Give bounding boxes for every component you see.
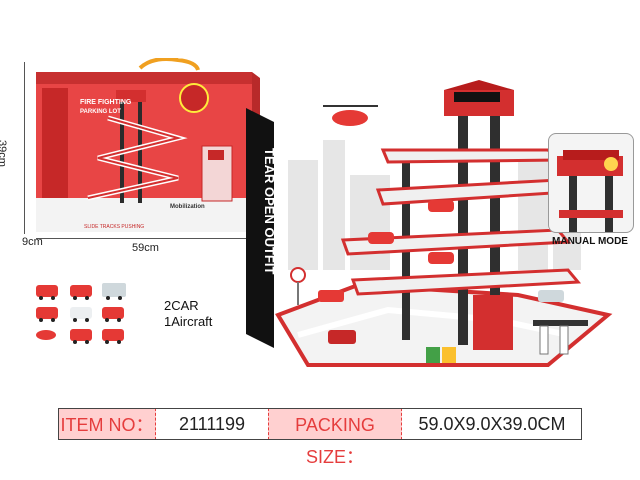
dim-width-line xyxy=(36,238,258,239)
box-model-badge: Mobilization xyxy=(170,204,205,210)
product-box-image: FIRE FIGHTING PARKING LOT Mobilization S… xyxy=(36,58,260,238)
manual-mode-drawing xyxy=(557,150,623,232)
manual-mode-label: MANUAL MODE xyxy=(552,236,628,247)
contents-line2: 1Aircraft xyxy=(164,314,213,329)
contents-text: 2CAR 1Aircraft xyxy=(164,298,212,330)
banner-text: TEAR OPEN OUTFIT xyxy=(262,148,274,274)
dim-height-label: 39cm xyxy=(0,140,8,167)
contents-line1: 2CAR xyxy=(164,298,199,313)
tear-open-banner: TEAR OPEN OUTFIT xyxy=(246,108,274,348)
packing-size-value: 59.0X9.0X39.0CM xyxy=(402,408,582,440)
dim-width-label: 59cm xyxy=(132,242,159,254)
manual-mode-image xyxy=(548,133,634,233)
dim-depth-label: 9cm xyxy=(22,236,43,248)
box-title-1: FIRE FIGHTING xyxy=(80,99,132,106)
box-title-2: PARKING LOT xyxy=(80,109,121,115)
box-bottom-text: SLIDE TRACKS PUSHING xyxy=(84,224,144,230)
vehicles-image xyxy=(36,283,126,344)
playset-image xyxy=(275,80,613,367)
info-strip: ITEM NO： 2111199 PACKING SIZE： 59.0X9.0X… xyxy=(58,408,582,467)
item-no-label: ITEM NO： xyxy=(58,408,156,440)
dim-height-line xyxy=(24,62,25,234)
item-no-value: 2111199 xyxy=(156,408,268,440)
packing-size-label: PACKING SIZE： xyxy=(268,408,402,467)
